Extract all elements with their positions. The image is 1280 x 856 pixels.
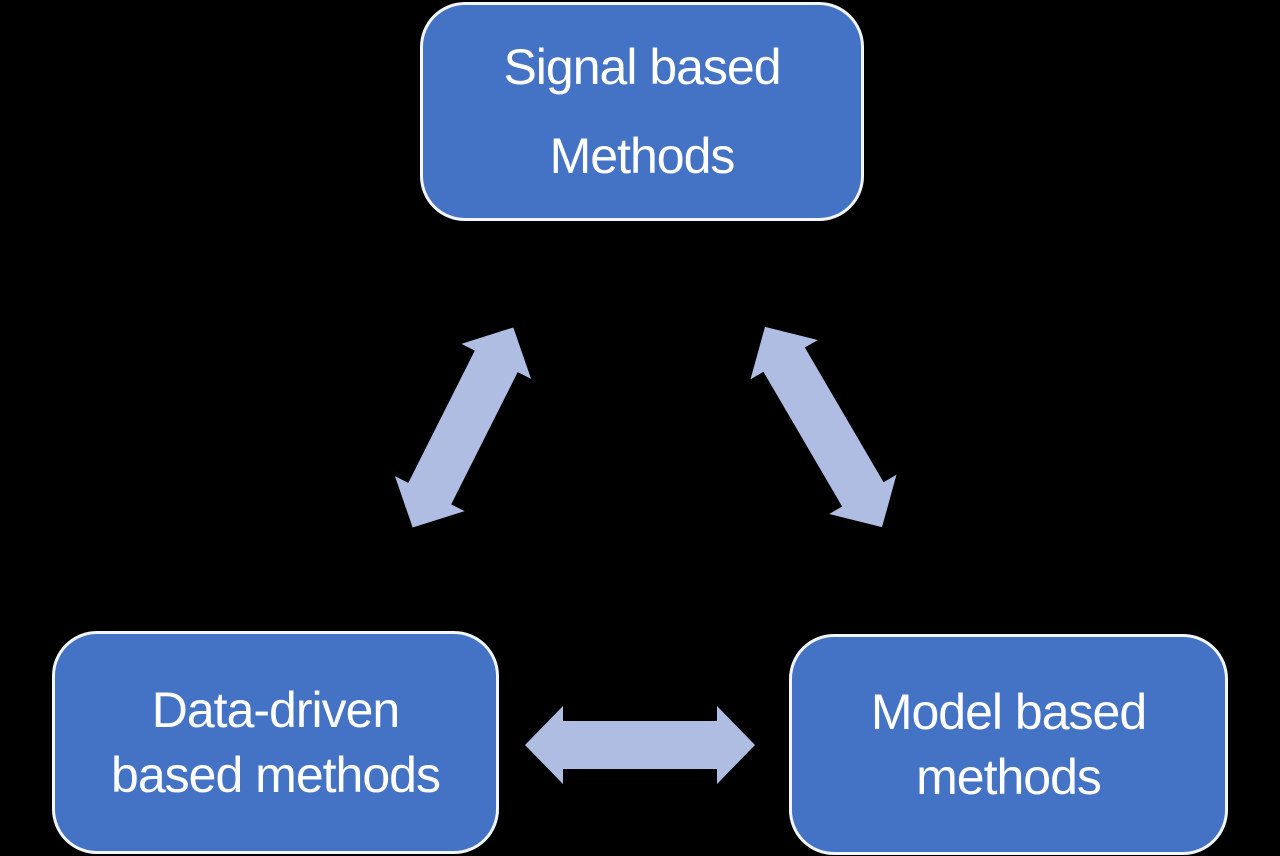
node-label-line: Methods — [549, 127, 736, 184]
double-arrow-signal-datadriven — [394, 327, 532, 528]
double-arrow-signal-model — [750, 326, 897, 528]
node-label-line: Model based — [870, 683, 1147, 740]
node-label-line: methods — [916, 748, 1102, 805]
node-model-based-methods: Model based methods — [789, 634, 1228, 855]
double-arrow-datadriven-model — [525, 706, 755, 784]
node-data-driven-based-methods: Data-driven based methods — [52, 631, 499, 854]
node-label-line: based methods — [111, 746, 441, 803]
node-signal-based-methods: Signal based Methods — [420, 2, 864, 221]
node-label-line: Signal based — [503, 38, 781, 95]
double-arrow-shape — [525, 706, 755, 784]
double-arrow-shape — [750, 326, 897, 528]
double-arrow-shape — [394, 327, 532, 528]
node-label-line: Data-driven — [151, 681, 400, 738]
